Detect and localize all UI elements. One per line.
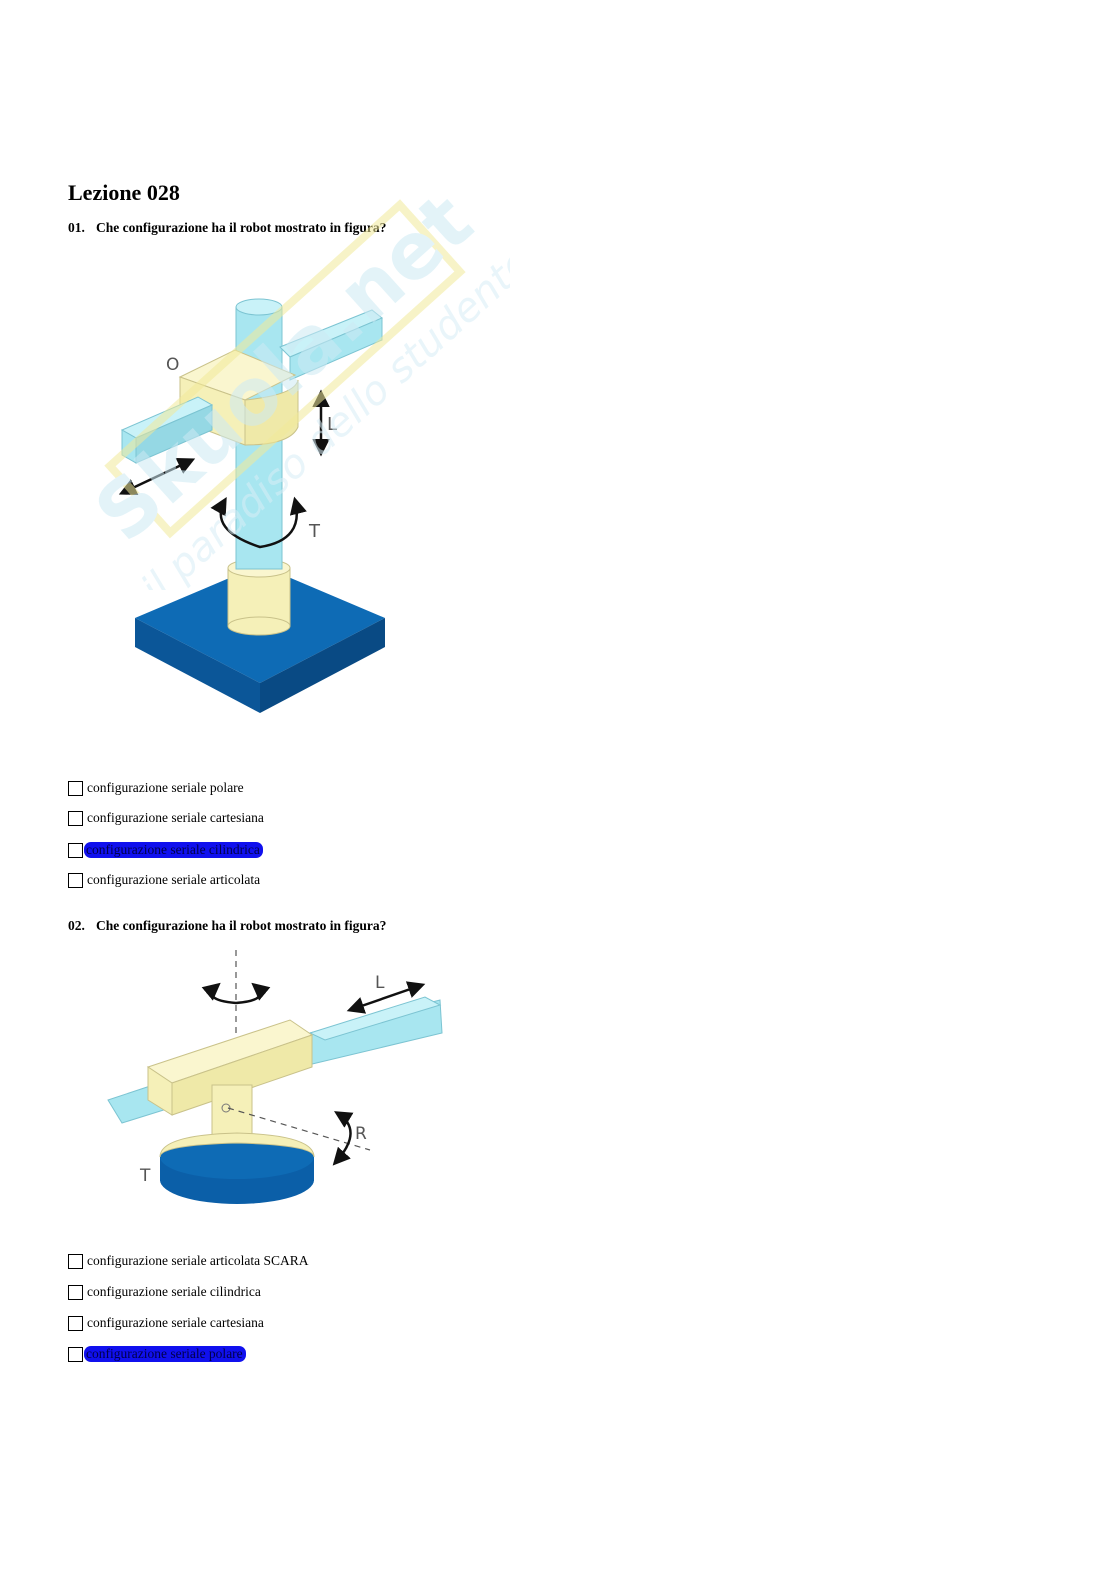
q2-option-2[interactable]: configurazione seriale cilindrica (68, 1282, 261, 1302)
polar-robot-figure: L R T (107, 950, 443, 1204)
option-label-highlighted: configurazione seriale polare (84, 1346, 246, 1362)
label-o: O (166, 355, 179, 375)
q2-option-1[interactable]: configurazione seriale articolata SCARA (68, 1251, 309, 1271)
base-rotation-arrow (201, 982, 271, 1005)
question-text: Che configurazione ha il robot mostrato … (96, 220, 387, 235)
checkbox[interactable] (68, 1253, 83, 1269)
end-effector-disk (159, 1132, 315, 1204)
checkbox[interactable] (68, 780, 83, 796)
q2-option-3[interactable]: configurazione seriale cartesiana (68, 1313, 264, 1333)
question-2: 02. Che configurazione ha il robot mostra… (68, 918, 386, 934)
label-l: L (375, 973, 385, 993)
q1-option-2[interactable]: configurazione seriale cartesiana (68, 808, 264, 828)
base-collar (227, 558, 291, 636)
label-l: L (327, 414, 337, 435)
question-number: 01. (68, 220, 85, 235)
checkbox[interactable] (68, 810, 83, 826)
q2-option-4[interactable]: configurazione seriale polare (68, 1344, 246, 1364)
checkbox[interactable] (68, 1284, 83, 1300)
option-label: configurazione seriale cilindrica (87, 1284, 261, 1299)
wrist-rotation-arrow (332, 1111, 354, 1166)
label-t: T (308, 521, 321, 542)
arm-extension-arrow (118, 458, 196, 495)
label-r: R (355, 1124, 367, 1144)
option-label-highlighted: configurazione seriale cilindrica (84, 842, 263, 858)
robot-body (146, 1019, 314, 1116)
q1-option-3[interactable]: configurazione seriale cilindrica (68, 840, 263, 860)
checkbox[interactable] (68, 842, 83, 858)
option-label: configurazione seriale articolata SCARA (87, 1253, 309, 1268)
label-t: T (139, 1166, 151, 1186)
option-label: configurazione seriale cartesiana (87, 1315, 264, 1330)
question-1: 01. Che configurazione ha il robot mostra… (68, 220, 386, 236)
checkbox[interactable] (68, 1346, 83, 1362)
lesson-title: Lezione 028 (68, 180, 180, 205)
question-number: 02. (68, 918, 85, 933)
option-label: configurazione seriale cartesiana (87, 810, 264, 825)
q1-option-4[interactable]: configurazione seriale articolata (68, 870, 260, 890)
cylindrical-robot-figure: O L T (118, 298, 385, 713)
option-label: configurazione seriale polare (87, 780, 244, 795)
checkbox[interactable] (68, 872, 83, 888)
checkbox[interactable] (68, 1315, 83, 1331)
question-text: Che configurazione ha il robot mostrato … (96, 918, 387, 933)
wrist (211, 1084, 253, 1136)
option-label: configurazione seriale articolata (87, 872, 261, 887)
q1-option-1[interactable]: configurazione seriale polare (68, 778, 244, 798)
arm-extension-arrow (346, 981, 426, 1014)
